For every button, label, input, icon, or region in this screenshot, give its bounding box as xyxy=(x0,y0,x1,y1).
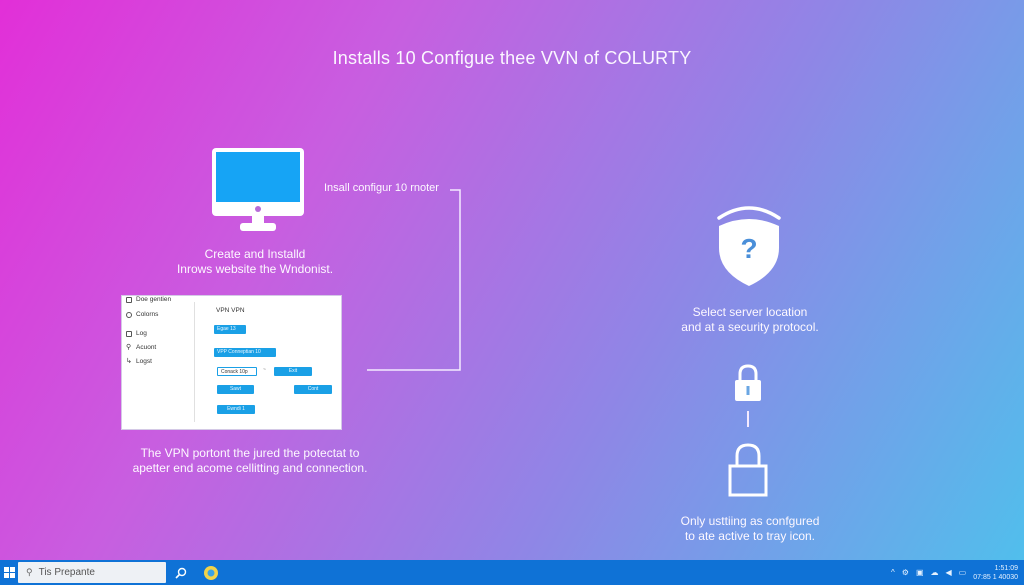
settings-icon xyxy=(126,311,132,318)
lock-closed-icon xyxy=(731,363,765,403)
page-title: Installs 10 Configue thee VVN of COLURTY xyxy=(332,48,692,68)
account-icon: ⚲ xyxy=(126,343,132,351)
exit-button[interactable]: Exit xyxy=(274,367,312,376)
step3-line1: The VPN portont the jured the potectat t… xyxy=(140,446,360,460)
volume-icon[interactable]: ◀ xyxy=(945,568,952,577)
ewndi-button[interactable]: Ewndi 1 xyxy=(217,405,255,414)
sidebar-item-logout[interactable]: ↳ Logst xyxy=(126,357,152,366)
sidebar-item-log[interactable]: Log xyxy=(126,330,147,337)
windows-start-icon[interactable] xyxy=(0,560,18,585)
sidebar-item-label: Doe gentien xyxy=(136,296,172,303)
grid-icon xyxy=(126,296,132,303)
step1-caption: Create and Installd Inrows website the W… xyxy=(150,247,360,277)
logout-icon: ↳ xyxy=(126,357,132,365)
egae-button[interactable]: Egae 13 xyxy=(214,325,246,334)
sidebar-item-account[interactable]: ⚲ Acuont xyxy=(126,343,157,352)
network-icon[interactable]: ⚙ xyxy=(901,568,909,577)
lock-outline-icon xyxy=(726,442,770,498)
search-placeholder: Tis Prepante xyxy=(38,567,95,578)
step5-line2: to ate active to tray icon. xyxy=(684,529,816,543)
app-sidebar: Doe gentien Colorns Log ⚲ Acuont ↳ Logst xyxy=(122,296,194,429)
sidebar-item-colorns[interactable]: Colorns xyxy=(126,311,158,318)
step4-caption: Select server location and at a security… xyxy=(660,305,840,335)
shield-question-icon: ? xyxy=(716,204,782,288)
taskbar-search-input[interactable]: ⚲ Tis Prepante xyxy=(18,562,166,583)
conack-button[interactable]: Conack 10p xyxy=(217,367,257,376)
vpn-connection-button[interactable]: VPP Conneptian 10 xyxy=(214,348,276,357)
step4-line2: and at a security protocol. xyxy=(681,320,819,334)
sidebar-item-dashboard[interactable]: Doe gentien xyxy=(126,296,171,303)
clock[interactable]: 1:51:09 07:85 1 40030 xyxy=(973,564,1018,582)
monitor-icon xyxy=(211,147,305,233)
taskbar: ⚲ Tis Prepante ^ ⚙ ▣ ☁ ◀ ▭ 1:51:09 07:85… xyxy=(0,560,1024,585)
sidebar-divider xyxy=(194,302,195,422)
clock-time: 1:51:09 xyxy=(994,564,1018,572)
sidebar-item-label: Log xyxy=(136,330,147,337)
cont-button[interactable]: Cont xyxy=(294,385,332,394)
clock-date: 07:85 1 40030 xyxy=(973,573,1018,581)
step5-line1: Only usttiing as confgured xyxy=(680,514,820,528)
step2-label: Insall configur 10 rnoter xyxy=(324,182,439,194)
battery-icon[interactable]: ▭ xyxy=(958,568,967,577)
step1-line1: Create and Installd xyxy=(204,247,306,261)
sawt-button[interactable]: Sawt xyxy=(217,385,254,394)
separator-dot: ~ xyxy=(263,367,266,373)
step4-line1: Select server location xyxy=(692,305,808,319)
step3-caption: The VPN portont the jured the potectat t… xyxy=(110,446,390,476)
step3-line2: apetter end acome cellitting and connect… xyxy=(132,461,368,475)
vpn-app-window: Doe gentien Colorns Log ⚲ Acuont ↳ Logst… xyxy=(121,295,342,430)
app-header: VPN VPN xyxy=(216,307,245,314)
vpn-app-taskbar-icon[interactable] xyxy=(200,562,222,583)
step5-caption: Only usttiing as confgured to ate active… xyxy=(655,514,845,544)
search-icon[interactable] xyxy=(170,562,192,583)
chevron-up-icon[interactable]: ^ xyxy=(891,568,895,577)
search-icon: ⚲ xyxy=(26,567,33,577)
sidebar-item-label: Acuont xyxy=(136,344,157,351)
cloud-icon[interactable]: ☁ xyxy=(930,568,939,577)
connector-line xyxy=(747,411,749,427)
sidebar-item-label: Colorns xyxy=(136,311,159,318)
log-icon xyxy=(126,330,132,337)
system-tray: ^ ⚙ ▣ ☁ ◀ ▭ 1:51:09 07:85 1 40030 xyxy=(891,560,1024,585)
vpn-tray-icon[interactable]: ▣ xyxy=(915,568,924,577)
sidebar-item-label: Logst xyxy=(136,358,152,365)
svg-text:?: ? xyxy=(740,233,757,264)
step1-line2: Inrows website the Wndonist. xyxy=(176,262,334,276)
